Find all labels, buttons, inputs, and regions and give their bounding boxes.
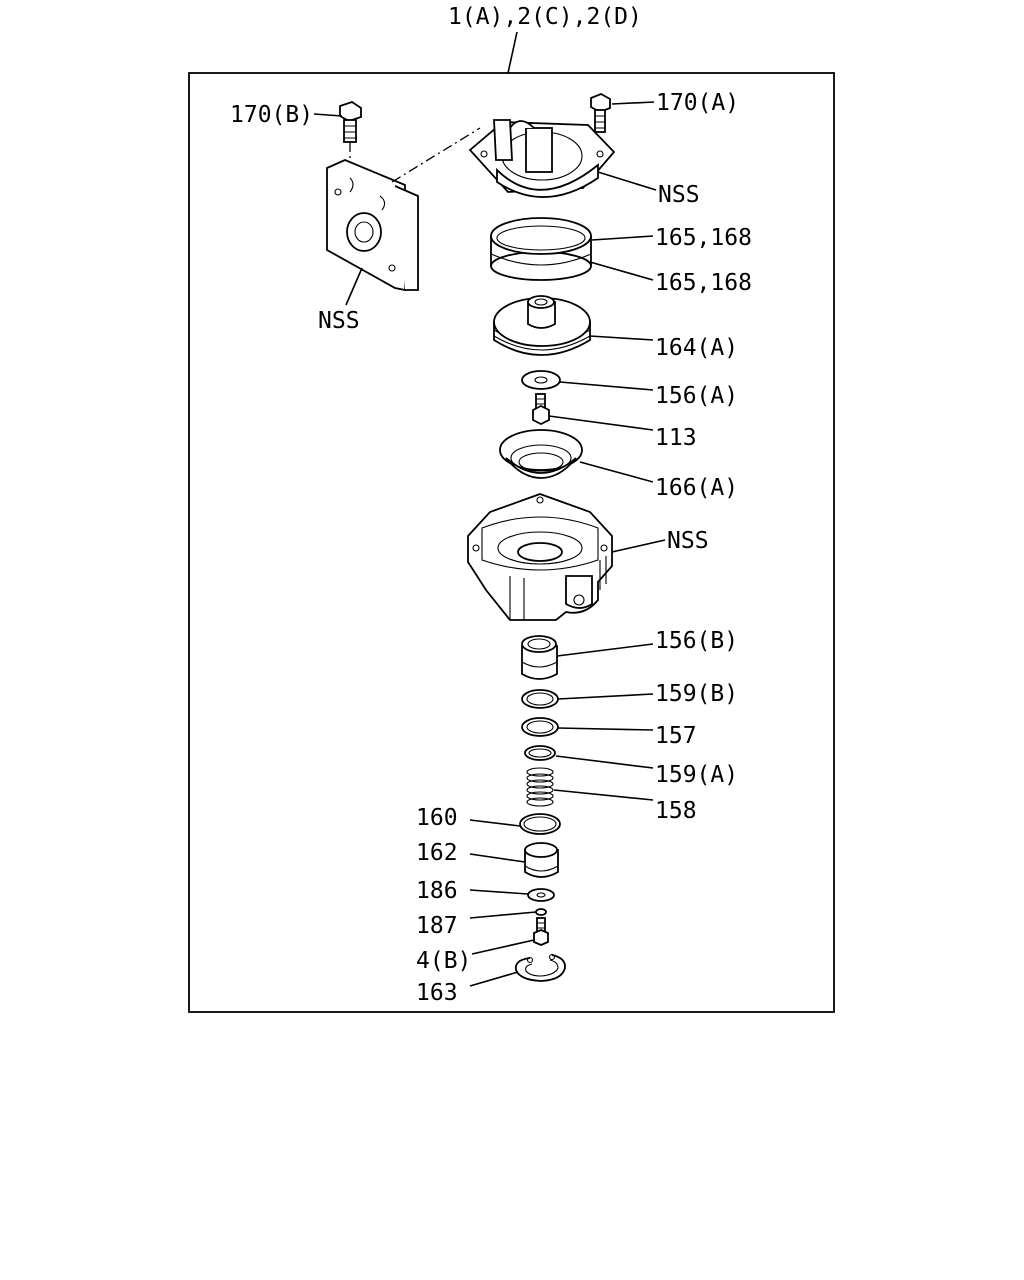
callout-186: 186: [416, 878, 458, 904]
callout-156b: 156(B): [655, 628, 738, 654]
leader-159a: [555, 755, 654, 769]
callout-162: 162: [416, 840, 458, 866]
leader-nss-bracket: [345, 267, 363, 306]
bolt-4b: [533, 917, 549, 946]
callout-nss-bracket: NSS: [318, 308, 360, 334]
callout-159b: 159(B): [655, 681, 738, 707]
leader-157: [557, 727, 654, 731]
piston-164a: [493, 295, 591, 356]
leader-160: [469, 819, 521, 827]
callout-164a: 164(A): [655, 335, 738, 361]
leader-170a: [611, 101, 655, 105]
leader-187: [469, 911, 537, 919]
leader-165-168-top: [591, 235, 654, 241]
callout-165-168-bottom: 165,168: [655, 270, 752, 296]
mounting-bracket: [326, 159, 419, 292]
callout-113: 113: [655, 425, 697, 451]
callout-159a: 159(A): [655, 762, 738, 788]
leader-170b: [313, 113, 343, 117]
top-cover: [468, 119, 616, 198]
sleeve-156b: [521, 635, 558, 680]
leader-158: [553, 789, 654, 801]
callout-4b: 4(B): [416, 948, 471, 974]
main-housing: [467, 493, 613, 621]
leader-nss-cover: [597, 171, 657, 191]
leader-166a: [579, 461, 654, 483]
diagram-frame: [188, 72, 835, 1013]
callout-157: 157: [655, 723, 697, 749]
leader-164a: [589, 335, 654, 341]
spring-158: [526, 767, 554, 807]
callout-nss-housing: NSS: [667, 528, 709, 554]
callout-nss-cover: NSS: [658, 182, 700, 208]
leader-156a: [559, 381, 654, 391]
leader-186: [469, 889, 529, 895]
callout-160: 160: [416, 805, 458, 831]
washer-186: [527, 888, 555, 902]
bolt-170a: [590, 93, 611, 133]
cap-162: [524, 842, 559, 878]
callout-166a: 166(A): [655, 475, 738, 501]
leader-113: [548, 415, 654, 431]
washer-187: [535, 908, 547, 916]
assembly-leader-line: [507, 31, 518, 74]
ring-160: [519, 813, 561, 835]
callout-156a: 156(A): [655, 383, 738, 409]
leader-163: [469, 971, 519, 987]
leader-4b: [471, 939, 535, 955]
assembly-label: 1(A),2(C),2(D): [448, 4, 642, 30]
callout-165-168-top: 165,168: [655, 225, 752, 251]
washer-156a: [521, 370, 561, 390]
callout-163: 163: [416, 980, 458, 1006]
leader-162: [469, 853, 526, 863]
leader-165-168-bottom: [589, 261, 654, 281]
callout-158: 158: [655, 798, 697, 824]
ring-159b: [521, 689, 559, 709]
callout-170b: 170(B): [230, 102, 313, 128]
callout-170a: 170(A): [656, 90, 739, 116]
leader-156b: [556, 643, 654, 657]
snap-ring-163: [514, 953, 566, 982]
diaphragm-166a: [499, 429, 583, 479]
leader-nss-housing: [611, 539, 666, 553]
seal-rings-165-168: [490, 217, 592, 281]
callout-187: 187: [416, 913, 458, 939]
bolt-113: [532, 393, 550, 426]
o-ring-159a: [524, 745, 556, 761]
bolt-170b: [339, 101, 362, 143]
ring-157: [521, 717, 559, 737]
leader-159b: [557, 693, 654, 700]
bracket-alignment-line: [391, 127, 481, 183]
